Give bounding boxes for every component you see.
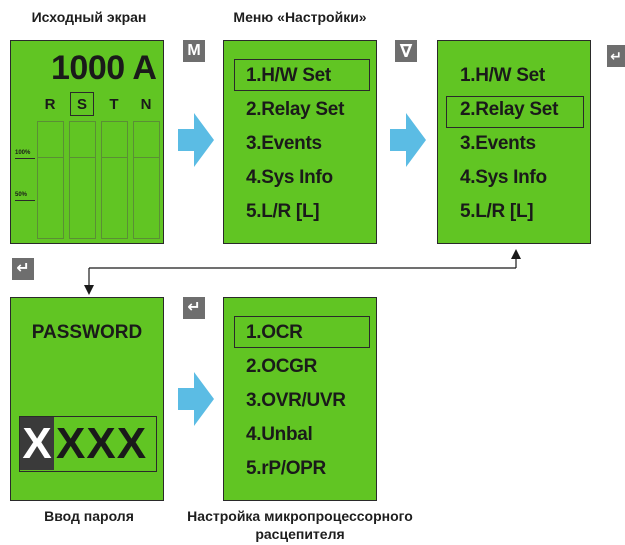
arrow-right-icon	[390, 113, 426, 167]
menu-selection-box	[234, 316, 370, 348]
caption-trip-unit-setup-line1: Настройка микропроцессорного	[187, 508, 413, 524]
menu-item-local-remote[interactable]: 5.L/R [L]	[246, 201, 320, 222]
relay-item-ocr[interactable]: 1.OCR	[246, 322, 303, 343]
relay-item-unbal[interactable]: 4.Unbal	[246, 424, 313, 445]
phase-bar-r	[37, 121, 64, 239]
menu-selection-box	[446, 96, 584, 128]
menu-item-relay-set[interactable]: 2.Relay Set	[246, 99, 345, 120]
settings-menu-screen: 1.H/W Set 2.Relay Set 3.Events 4.Sys Inf…	[223, 40, 377, 244]
relay-menu-screen: 1.OCR 2.OCGR 3.OVR/UVR 4.Unbal 5.rP/OPR	[223, 297, 377, 501]
scale-line-50	[15, 200, 35, 201]
phase-bar-t	[101, 121, 128, 239]
scale-line-100	[15, 158, 35, 159]
menu-item-local-remote[interactable]: 5.L/R [L]	[460, 201, 534, 222]
relay-item-ocgr[interactable]: 2.OCGR	[246, 356, 318, 377]
password-remaining-chars: XXX	[56, 419, 148, 468]
enter-key-button-left[interactable]: ↵	[12, 258, 34, 280]
password-input-field[interactable]: X XXX	[19, 416, 157, 472]
caption-trip-unit-setup-line2: расцепителя	[255, 526, 345, 542]
menu-item-relay-set[interactable]: 2.Relay Set	[460, 99, 559, 120]
phase-bar-n	[133, 121, 160, 239]
enter-key-button-middle[interactable]: ↵	[183, 297, 205, 319]
menu-item-events[interactable]: 3.Events	[246, 133, 322, 154]
menu-item-hw-set[interactable]: 1.H/W Set	[246, 65, 331, 86]
scale-label-50: 50%	[15, 192, 28, 198]
menu-item-events[interactable]: 3.Events	[460, 133, 536, 154]
phase-label-s: S	[76, 96, 87, 113]
menu-item-sys-info[interactable]: 4.Sys Info	[460, 167, 547, 188]
caption-initial-screen: Исходный экран	[31, 9, 147, 25]
arrow-right-icon	[178, 372, 214, 426]
relay-item-ovr-uvr[interactable]: 3.OVR/UVR	[246, 390, 346, 411]
settings-menu-step2-screen: 1.H/W Set 2.Relay Set 3.Events 4.Sys Inf…	[437, 40, 591, 244]
password-screen: PASSWORD X XXX	[10, 297, 164, 501]
menu-item-sys-info[interactable]: 4.Sys Info	[246, 167, 333, 188]
current-value: 1000 A	[51, 49, 157, 87]
initial-screen: 1000 A R S T N 100% 50%	[10, 40, 164, 244]
phase-bar-s	[69, 121, 96, 239]
arrow-right-icon	[178, 113, 214, 167]
phase-label-n: N	[140, 96, 152, 113]
phase-label-t: T	[109, 96, 119, 113]
down-key-button[interactable]: ∇	[395, 40, 417, 62]
menu-key-button[interactable]: M	[183, 40, 205, 62]
password-title: PASSWORD	[31, 322, 143, 343]
relay-item-rp-opr[interactable]: 5.rP/OPR	[246, 458, 326, 479]
selected-phase-box	[70, 92, 94, 116]
enter-key-button-right[interactable]: ↵	[607, 45, 625, 67]
menu-item-hw-set[interactable]: 1.H/W Set	[460, 65, 545, 86]
scale-label-100: 100%	[15, 150, 31, 156]
menu-selection-box	[234, 59, 370, 91]
phase-label-r: R	[44, 96, 56, 113]
caption-settings-menu: Меню «Настройки»	[233, 9, 367, 25]
password-cursor-char: X	[20, 417, 54, 470]
caption-password-entry: Ввод пароля	[44, 508, 134, 524]
